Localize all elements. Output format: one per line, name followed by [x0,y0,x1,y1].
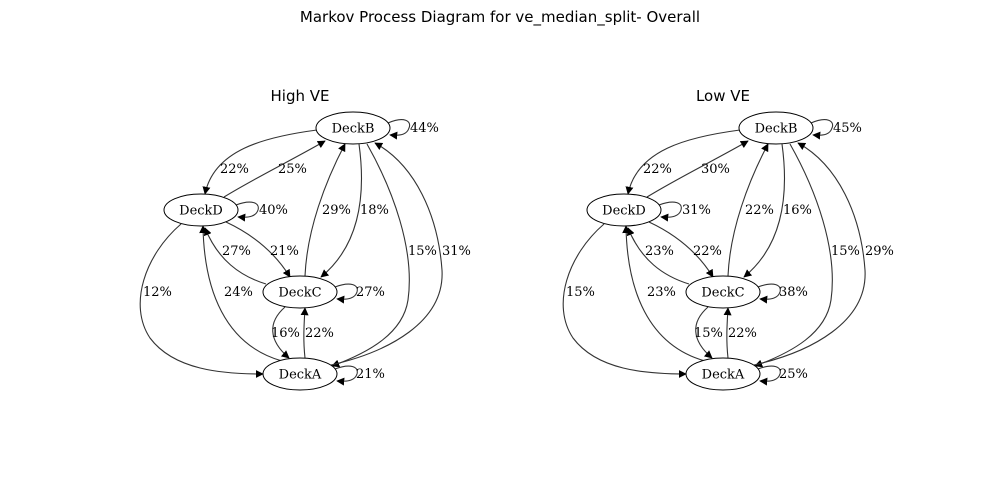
nodes: DeckB DeckD DeckC DeckA [163,111,391,391]
node-ellipse [262,275,338,309]
edge-label-deckb-to-decka: 15% [831,244,860,259]
edge-label-decka-to-deckb: 29% [865,244,894,259]
diagram-high-ve: High VE 44% 22% 25% 40% 29% 18% 15% 31% 27% 21% 12%… [139,87,471,391]
edge-label-deckd-to-deckb: 25% [278,162,307,177]
edge-label-deckb-to-deckb: 45% [833,121,862,136]
edge-deckb-to-deckb [387,119,411,140]
edge-decka-to-deckd [622,225,706,362]
edge-decka-to-deckb [753,142,866,366]
edge-deckd-to-decka [562,223,687,378]
edge-label-deckc-to-deckd: 23% [645,244,674,259]
edge-decka-to-deckd [199,225,283,362]
edge-label-deckc-to-deckb: 29% [322,203,351,218]
edge-decka-to-deckb [330,142,443,366]
edge-deckb-to-deckb [810,119,834,140]
edge-deckb-to-deckc [743,143,786,278]
edge-decka-to-deckc [300,307,309,359]
edge-label-deckc-to-deckb: 22% [745,203,774,218]
edge-deckb-to-deckd [202,129,318,195]
node-ellipse [738,111,814,145]
node-deckc: DeckC [685,275,761,309]
edge-label-deckd-to-decka: 15% [566,285,595,300]
node-ellipse [685,275,761,309]
edge-decka-to-deckc [723,307,732,359]
edge-deckb-to-decka [331,143,410,368]
edge-label-decka-to-deckc: 22% [728,326,757,341]
edge-decka-to-decka [334,365,358,386]
node-ellipse [163,193,239,227]
figure-title: Markov Process Diagram for ve_median_spl… [300,8,700,27]
edge-label-deckb-to-deckd: 22% [220,162,249,177]
edge-label-deckd-to-deckc: 22% [693,244,722,259]
node-label: DeckD [602,204,646,219]
edge-label-deckd-to-decka: 12% [143,285,172,300]
edge-label-deckd-to-deckd: 31% [682,203,711,218]
edge-label-decka-to-deckc: 22% [305,326,334,341]
node-ellipse [262,357,338,391]
node-decka: DeckA [685,357,761,391]
node-deckd: DeckD [586,193,662,227]
edge-decka-to-decka [757,365,781,386]
edge-deckb-to-decka [754,143,833,368]
edge-deckd-to-deckd [658,201,682,222]
edge-label-decka-to-decka: 25% [779,367,808,382]
node-label: DeckB [332,122,375,137]
edge-deckc-to-deckd [204,227,267,285]
edge-label-deckc-to-deckd: 27% [222,244,251,259]
edges: 45% 22% 30% 31% 22% 16% 15% 29% 23% 22% 15% 23% 38% 1… [562,119,894,386]
edge-deckd-to-deckd [235,201,259,222]
node-deckb: DeckB [738,111,814,145]
edge-label-decka-to-decka: 21% [356,367,385,382]
edge-label-deckc-to-deckc: 27% [356,285,385,300]
edge-label-deckc-to-decka: 16% [271,326,300,341]
edge-label-deckb-to-deckd: 22% [643,162,672,177]
edge-deckc-to-deckb [304,143,346,277]
diagram-low-ve: Low VE 45% 22% 30% 31% 22% 16% 15% 29% 23% 22% 15% 2… [562,87,894,391]
node-decka: DeckA [262,357,338,391]
edge-label-deckb-to-deckc: 16% [783,203,812,218]
edge-label-deckd-to-deckb: 30% [701,162,730,177]
node-ellipse [315,111,391,145]
node-ellipse [586,193,662,227]
edge-label-deckb-to-deckc: 18% [360,203,389,218]
edge-label-deckb-to-decka: 15% [408,244,437,259]
edge-deckb-to-deckc [320,143,363,278]
node-label: DeckA [279,368,322,383]
edge-deckc-to-deckc [334,283,358,304]
node-label: DeckC [701,286,744,301]
edge-deckd-to-deckb [223,140,326,198]
edge-label-decka-to-deckd: 23% [647,285,676,300]
node-ellipse [685,357,761,391]
edge-deckd-to-deckc [225,221,291,278]
edge-label-decka-to-deckd: 24% [224,285,253,300]
edge-label-decka-to-deckb: 31% [442,244,471,259]
node-deckc: DeckC [262,275,338,309]
edges: 44% 22% 25% 40% 29% 18% 15% 31% 27% 21% 12% 24% 27% 1… [139,119,471,386]
edge-deckc-to-deckd [627,227,690,285]
edge-deckc-to-deckc [757,283,781,304]
edge-deckc-to-decka [695,306,713,359]
diagram-subtitle: Low VE [696,87,750,105]
node-label: DeckC [278,286,321,301]
node-label: DeckB [755,122,798,137]
nodes: DeckB DeckD DeckC DeckA [586,111,814,391]
edge-deckd-to-deckb [646,140,749,198]
node-deckd: DeckD [163,193,239,227]
edge-deckc-to-decka [272,306,290,359]
edge-deckd-to-decka [139,223,264,378]
edge-label-deckc-to-deckc: 38% [779,285,808,300]
node-label: DeckA [702,368,745,383]
edge-label-deckd-to-deckd: 40% [259,203,288,218]
diagram-subtitle: High VE [271,87,330,105]
node-deckb: DeckB [315,111,391,145]
edge-label-deckb-to-deckb: 44% [410,121,439,136]
edge-deckd-to-deckc [648,221,714,278]
edge-deckc-to-deckb [727,143,769,277]
edge-label-deckc-to-decka: 15% [694,326,723,341]
node-label: DeckD [179,204,223,219]
edge-label-deckd-to-deckc: 21% [270,244,299,259]
edge-deckb-to-deckd [625,129,741,195]
